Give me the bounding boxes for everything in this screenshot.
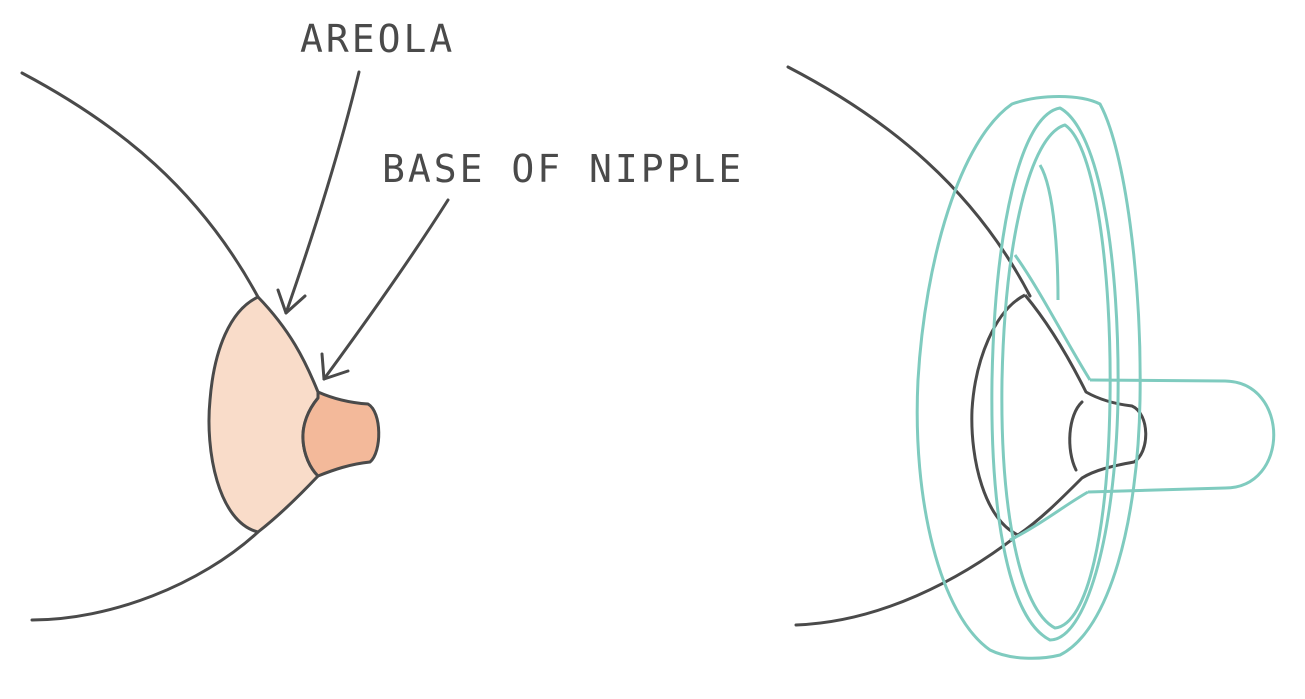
breast-outline-lower: [30, 530, 260, 622]
areola-outline-right: [970, 293, 1148, 537]
nipple-shape: [301, 390, 381, 478]
flange-tunnel: [1087, 378, 1276, 494]
breast-outline-upper-right: [786, 65, 1032, 298]
flange-funnel-upper: [1013, 254, 1092, 381]
left-illustration: AREOLA BASE OF NIPPLE: [20, 17, 744, 622]
flange-inner-seam: [1038, 164, 1060, 301]
right-illustration: [786, 65, 1276, 660]
breast-outline-lower-right: [794, 533, 1020, 627]
flange-funnel-lower: [1009, 490, 1089, 542]
nipple-base-curve-right: [1068, 400, 1084, 472]
flange-inner-rim-2: [1000, 123, 1112, 630]
breast-outline-upper: [20, 71, 260, 299]
areola-arrow: [276, 70, 361, 315]
flange-inner-rim-1: [990, 106, 1120, 642]
flange-outer-rim: [915, 95, 1142, 660]
nipple-base-arrow: [320, 198, 450, 381]
base-of-nipple-label: BASE OF NIPPLE: [382, 147, 744, 191]
areola-shape: [207, 295, 320, 534]
areola-label: AREOLA: [300, 17, 455, 61]
breast-pump-flange: [915, 95, 1276, 660]
